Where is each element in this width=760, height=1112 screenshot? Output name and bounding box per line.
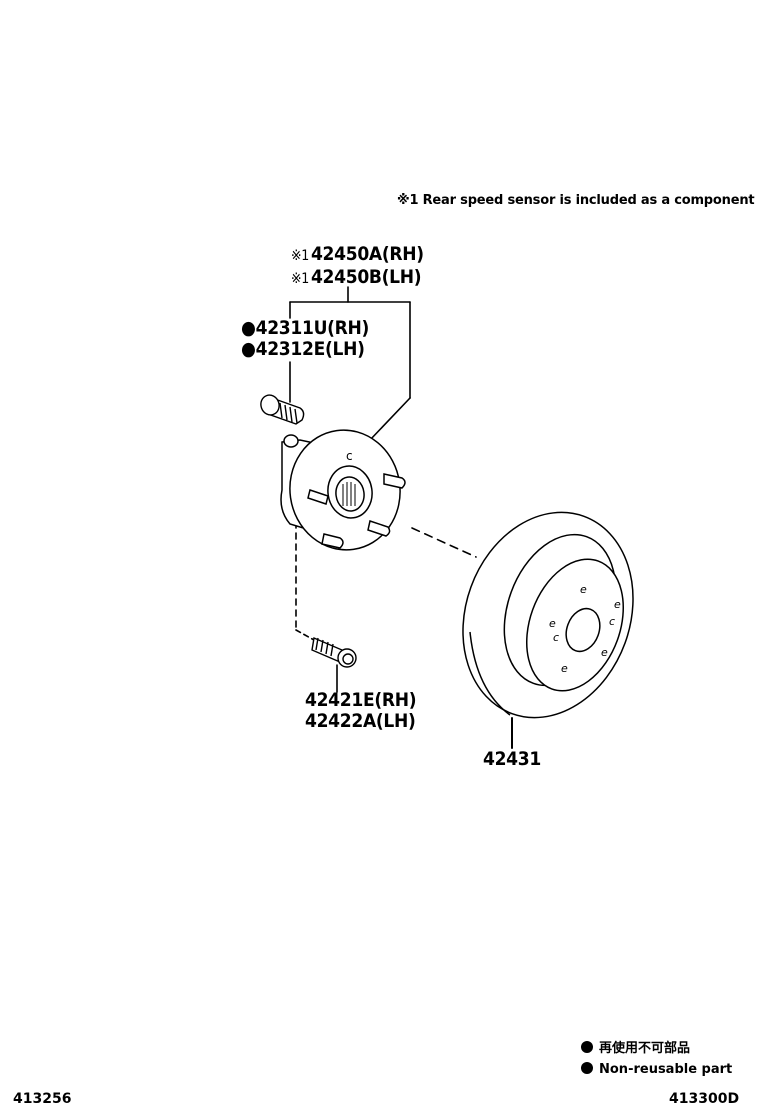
svg-text:e: e (601, 646, 608, 659)
illustration-code-left: 413256 (13, 1091, 72, 1107)
note-mark: ※1 (397, 193, 419, 208)
illustration-code-right: 413300D (669, 1091, 740, 1107)
hub-bolt-label[interactable]: ●42311U(RH) ●42312E(LH) (241, 318, 369, 360)
hub-assembly-icon: c (280, 429, 406, 551)
component-note: ※1 Rear speed sensor is included as a co… (397, 193, 755, 208)
svg-text:e: e (580, 583, 587, 596)
svg-text:e: e (561, 662, 568, 675)
hub-bolt-lh[interactable]: ●42312E(LH) (241, 338, 365, 360)
mount-bolt-lh[interactable]: 42422A(LH) (305, 710, 416, 732)
bullet-icon (581, 1041, 593, 1053)
mount-bolt-icon (311, 637, 357, 668)
disc-part-number[interactable]: 42431 (483, 748, 541, 770)
svg-text:c: c (609, 615, 615, 628)
hub-bolt-icon (260, 394, 305, 425)
svg-text:e: e (549, 617, 556, 630)
svg-text:e: e (614, 598, 621, 611)
mount-bolt-rh[interactable]: 42421E(RH) (305, 689, 417, 711)
legend-item-en: Non-reusable part (581, 1059, 732, 1080)
bullet-icon (581, 1062, 593, 1074)
legend-item-jp: 再使用不可部品 (581, 1038, 732, 1059)
brake-disc-icon: e e e c c e e (462, 511, 634, 719)
mount-bolt-label[interactable]: 42421E(RH) 42422A(LH) (305, 689, 417, 732)
hub-bolt-rh[interactable]: ●42311U(RH) (241, 317, 370, 339)
disc-label[interactable]: 42431 (483, 749, 541, 770)
note-text: Rear speed sensor is included as a compo… (422, 193, 755, 208)
non-reusable-bullet-icon: ● (241, 317, 256, 339)
non-reusable-bullet-icon: ● (241, 338, 256, 360)
svg-text:c: c (346, 449, 353, 463)
legend: 再使用不可部品 Non-reusable part (581, 1038, 732, 1080)
svg-text:c: c (553, 631, 559, 644)
